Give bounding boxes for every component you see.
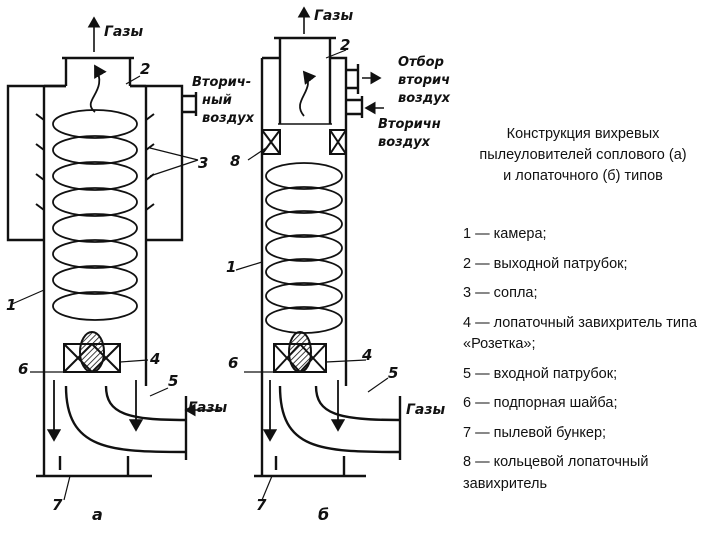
secondary-air-port-a bbox=[182, 92, 198, 116]
takeoff-port-b bbox=[346, 64, 360, 94]
outer-jacket-a bbox=[6, 84, 184, 242]
gases-top-label-a: Газы bbox=[104, 24, 144, 40]
caption-line-3: и лопаточного (б) типов bbox=[503, 168, 663, 184]
legend-item-2: 2 — выходной патрубок; bbox=[463, 255, 628, 272]
inlet-pipe-b bbox=[278, 385, 402, 460]
legend-item-3: 3 — сопла; bbox=[463, 285, 538, 301]
label-7-b: 7 bbox=[256, 496, 267, 514]
secondary-air-label-a-2: ный bbox=[202, 93, 232, 108]
bunker-a bbox=[36, 456, 152, 478]
legend-item-7: 7 — пылевой бункер; bbox=[463, 424, 607, 441]
outlet-pipe-b bbox=[274, 36, 336, 124]
backing-washer-a bbox=[79, 331, 105, 373]
letter-a: а bbox=[92, 505, 103, 524]
label-6-b: 6 bbox=[228, 354, 238, 372]
backing-washer-b bbox=[288, 331, 312, 373]
label-4-a: 4 bbox=[149, 350, 160, 368]
secondary-label-b-1: Вторичн bbox=[378, 117, 441, 132]
label-1-a: 1 bbox=[6, 296, 16, 314]
label-2-a: 2 bbox=[140, 60, 150, 78]
labels-a: Газы Вторич- ный воздух Газы 1 2 3 4 5 6… bbox=[6, 24, 255, 524]
label-6-a: 6 bbox=[18, 360, 28, 378]
label-2-b: 2 bbox=[340, 36, 350, 54]
caption-line-1: Конструкция вихревых bbox=[506, 126, 660, 142]
legend-item-4: 4 — лопаточный завихритель типа «Розетка… bbox=[463, 314, 697, 353]
gases-inlet-label-a: Газы bbox=[188, 400, 228, 416]
swirler-b bbox=[273, 331, 327, 373]
inlet-pipe-a bbox=[64, 385, 222, 460]
takeoff-label-b-1: Отбор bbox=[398, 55, 444, 70]
swirler-a bbox=[63, 331, 121, 373]
letter-b: б bbox=[318, 505, 329, 524]
bunker-b bbox=[254, 456, 366, 478]
gases-top-label-b: Газы bbox=[314, 8, 354, 24]
label-8-b: 8 bbox=[230, 152, 240, 170]
label-3-a: 3 bbox=[198, 154, 208, 172]
diagram-a bbox=[6, 16, 222, 501]
takeoff-label-b-3: воздух bbox=[398, 91, 451, 106]
upper-chamber-b bbox=[260, 56, 348, 476]
legend-item-1: 1 — камера; bbox=[463, 226, 547, 242]
figure-caption: Конструкция вихревых пылеуловителей сопл… bbox=[452, 124, 714, 187]
gases-inlet-label-b: Газы bbox=[406, 402, 446, 418]
label-5-b: 5 bbox=[388, 364, 398, 382]
secondary-air-label-a-3: воздух bbox=[202, 111, 255, 126]
label-5-a: 5 bbox=[168, 372, 178, 390]
secondary-air-label-a-1: Вторич- bbox=[192, 75, 251, 90]
downflow-arrows-b bbox=[262, 380, 346, 442]
chamber-a bbox=[42, 86, 148, 476]
label-1-b: 1 bbox=[226, 258, 236, 276]
nozzles-a bbox=[35, 113, 155, 211]
legend-item-5: 5 — входной патрубок; bbox=[463, 365, 618, 382]
label-4-b: 4 bbox=[361, 346, 372, 364]
secondary-label-b-2: воздух bbox=[378, 135, 431, 150]
legend-list: 1 — камера; 2 — выходной патрубок; 3 — с… bbox=[463, 224, 718, 503]
downflow-arrows-a bbox=[46, 380, 144, 442]
annular-swirler-b bbox=[261, 129, 347, 155]
spiral-flow-a bbox=[52, 64, 138, 321]
labels-b: Газы Отбор вторич воздух Вторичн воздух … bbox=[226, 8, 451, 524]
caption-line-2: пылеуловителей соплового (а) bbox=[479, 147, 687, 163]
legend-item-6: 6 — подпорная шайба; bbox=[463, 395, 618, 411]
diagram-b bbox=[235, 6, 402, 501]
secondary-air-port-b bbox=[346, 96, 364, 118]
label-7-a: 7 bbox=[52, 496, 63, 514]
takeoff-label-b-2: вторич bbox=[398, 73, 450, 88]
legend-item-8: 8 — кольцевой лопаточный завихритель bbox=[463, 454, 649, 492]
